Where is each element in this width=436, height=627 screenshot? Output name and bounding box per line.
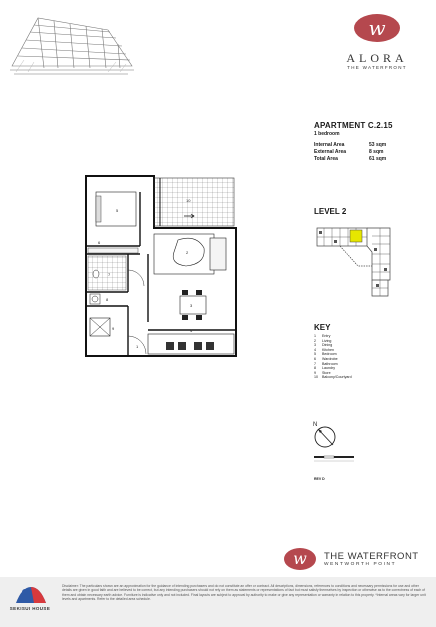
room-number-entry: 1 bbox=[136, 344, 139, 349]
area-label: External Area bbox=[314, 149, 347, 155]
room-number-wardrobe: 6 bbox=[98, 240, 101, 245]
revision-label: REV D bbox=[314, 477, 325, 481]
key-number: 2 bbox=[314, 338, 316, 343]
key-item: 2 Living bbox=[314, 339, 352, 344]
brand-subtitle: THE WATERFRONT bbox=[347, 65, 407, 70]
key-label: Store bbox=[322, 370, 331, 375]
key-item: 9 Store bbox=[314, 371, 352, 376]
area-value: 53 sqm bbox=[369, 142, 387, 148]
waterfront-logo-badge: w bbox=[284, 548, 316, 570]
area-row: External Area 8 sqm bbox=[314, 149, 394, 156]
apartment-bedrooms: 1 bedroom bbox=[314, 131, 340, 137]
area-value: 61 sqm bbox=[369, 156, 387, 162]
key-label: Wardrobe bbox=[322, 356, 338, 361]
footer-brand-subtitle: WENTWORTH POINT bbox=[324, 562, 397, 567]
room-number-store: 9 bbox=[112, 326, 115, 331]
key-plan-diagram bbox=[316, 227, 391, 297]
level-title: LEVEL 2 bbox=[314, 207, 347, 216]
area-row: Total Area 61 sqm bbox=[314, 156, 394, 163]
area-row: Internal Area 53 sqm bbox=[314, 142, 394, 149]
key-number: 10 bbox=[314, 375, 318, 380]
room-number-bathroom: 7 bbox=[108, 272, 111, 277]
key-label: Kitchen bbox=[322, 347, 334, 352]
room-number-dining: 3 bbox=[190, 303, 193, 308]
building-sketch-icon bbox=[10, 17, 134, 75]
key-item: 1 Entry bbox=[314, 334, 352, 339]
key-number: 9 bbox=[314, 370, 316, 375]
key-label: Bathroom bbox=[322, 361, 338, 366]
key-number: 4 bbox=[314, 347, 316, 352]
disclaimer-text: Disclaimer: The particulars shown are an… bbox=[62, 584, 426, 602]
area-value: 8 sqm bbox=[369, 149, 384, 155]
area-label: Internal Area bbox=[314, 142, 345, 148]
area-table: Internal Area 53 sqm External Area 8 sqm T… bbox=[314, 142, 394, 163]
key-label: Bedroom bbox=[322, 352, 337, 357]
key-title: KEY bbox=[314, 323, 331, 332]
scale-bar-icon bbox=[314, 455, 354, 462]
key-number: 8 bbox=[314, 366, 316, 371]
north-label: N bbox=[313, 422, 317, 428]
developer-name: SEKISUI HOUSE bbox=[9, 606, 51, 611]
key-item: 6 Wardrobe bbox=[314, 357, 352, 362]
room-number-living: 2 bbox=[186, 250, 189, 255]
apartment-title: APARTMENT C.2.15 bbox=[314, 121, 393, 130]
alora-logo-badge: w bbox=[354, 14, 400, 42]
kitchen-bench bbox=[147, 333, 235, 355]
room-number-laundry: 8 bbox=[106, 297, 109, 302]
north-arrow-icon: N bbox=[313, 422, 336, 448]
floor-plan: 10 5 6 7 8 9 1 2 3 4 bbox=[85, 175, 237, 357]
toilet-icon bbox=[92, 269, 100, 279]
key-list: 1 Entry 2 Living 3 Dining 4 Kitchen 5 Bedroom… bbox=[314, 334, 352, 380]
brand-name: ALORA bbox=[346, 51, 408, 65]
key-label: Laundry bbox=[322, 366, 335, 371]
key-label: Dining bbox=[322, 343, 333, 348]
key-item: 5 Bedroom bbox=[314, 352, 352, 357]
key-label: Balcony/Courtyard bbox=[322, 375, 352, 380]
key-number: 5 bbox=[314, 352, 316, 357]
footer-brand-name: THE WATERFRONT bbox=[324, 551, 419, 562]
key-item: 10 Balcony/Courtyard bbox=[314, 375, 352, 380]
key-item: 4 Kitchen bbox=[314, 348, 352, 353]
key-label: Living bbox=[322, 338, 332, 343]
key-number: 7 bbox=[314, 361, 316, 366]
sekisui-house-logo-icon bbox=[16, 587, 46, 603]
key-number: 1 bbox=[314, 334, 316, 338]
disclaimer-band bbox=[0, 577, 436, 627]
laundry-icon bbox=[89, 293, 101, 305]
key-item: 3 Dining bbox=[314, 343, 352, 348]
sofa-icon bbox=[209, 237, 227, 271]
area-label: Total Area bbox=[314, 156, 338, 162]
room-number-kitchen: 4 bbox=[190, 328, 193, 333]
key-item: 8 Laundry bbox=[314, 366, 352, 371]
key-label: Entry bbox=[322, 334, 331, 338]
key-number: 3 bbox=[314, 343, 316, 348]
key-number: 6 bbox=[314, 356, 316, 361]
bed-icon bbox=[95, 191, 137, 227]
room-number-bedroom: 5 bbox=[116, 208, 119, 213]
key-item: 7 Bathroom bbox=[314, 362, 352, 367]
room-number-balcony: 10 bbox=[186, 198, 191, 203]
balcony-area bbox=[153, 177, 235, 227]
dining-table-icon bbox=[179, 295, 207, 315]
